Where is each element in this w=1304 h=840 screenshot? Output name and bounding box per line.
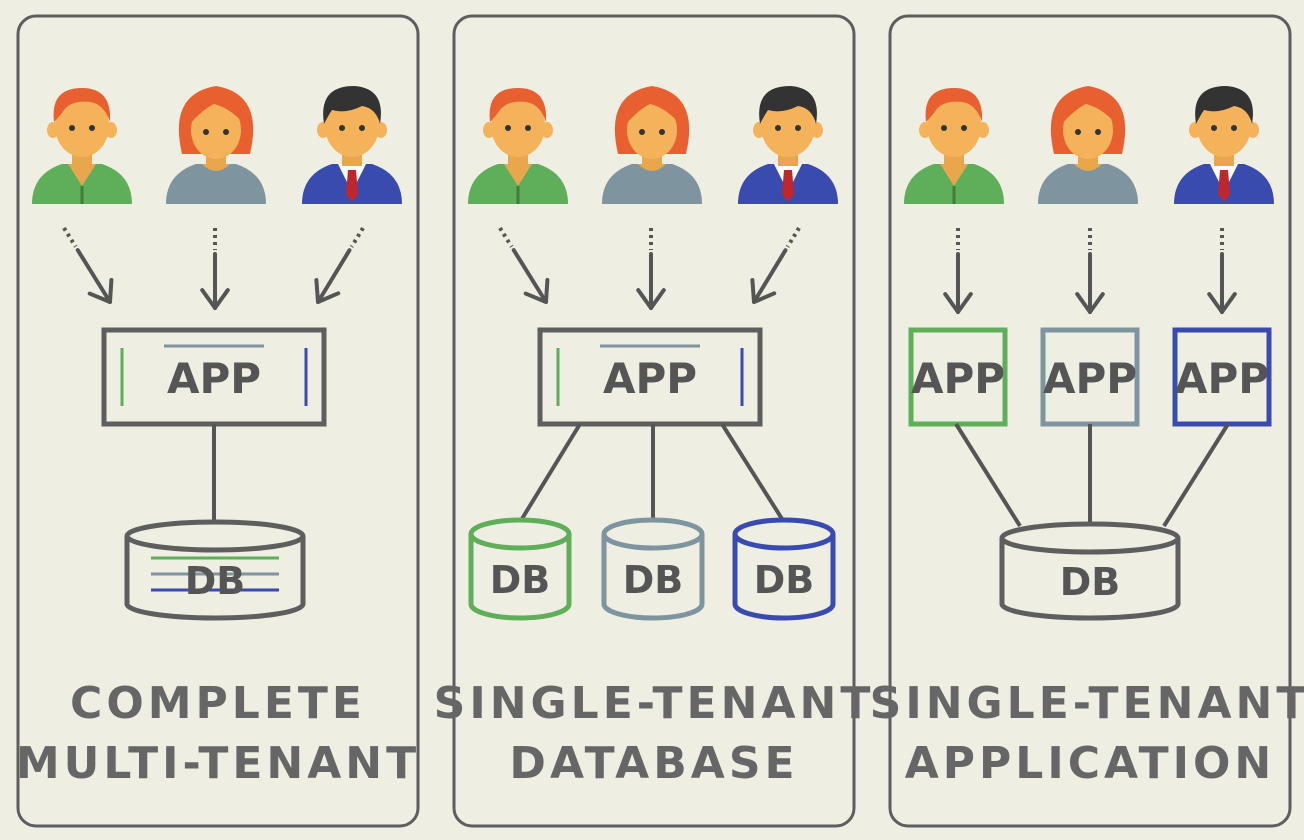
connector-line bbox=[954, 422, 1022, 528]
arrow-icon bbox=[943, 228, 973, 314]
app-label: APP bbox=[911, 354, 1005, 403]
panel-title-line: MULTI-TENANT bbox=[16, 738, 420, 789]
arrow-icon bbox=[1207, 228, 1237, 314]
panel-3: APP APP APP DB SINGLE-TENANT APPLICATION bbox=[870, 14, 1304, 828]
panel-title-line: SINGLE-TENANT bbox=[434, 678, 875, 729]
app-label: APP bbox=[603, 354, 697, 403]
app-box: APP bbox=[1040, 327, 1140, 427]
arrow-icon bbox=[750, 226, 801, 304]
panel-title-line: COMPLETE bbox=[70, 678, 366, 729]
arrow-icon bbox=[636, 228, 666, 310]
db-label: DB bbox=[623, 558, 684, 602]
db-label: DB bbox=[490, 558, 551, 602]
arrow-icon bbox=[1075, 228, 1105, 314]
panel-2: APP DB DB DB SINGLE-TENANT DATABASE bbox=[434, 14, 875, 828]
arrow-icon bbox=[498, 226, 550, 304]
app-box: APP bbox=[1172, 327, 1272, 427]
app-box: APP bbox=[908, 327, 1008, 427]
panel-title-line: APPLICATION bbox=[905, 738, 1276, 789]
panel-1: APP DB COMPLETE MULTI-TENANT bbox=[16, 14, 420, 828]
app-label: APP bbox=[1043, 354, 1137, 403]
panel-title-line: DATABASE bbox=[509, 738, 798, 789]
app-label: APP bbox=[167, 354, 261, 403]
app-box: APP bbox=[101, 327, 327, 427]
db-cylinder: DB bbox=[732, 517, 836, 621]
db-label: DB bbox=[754, 558, 815, 602]
connector-line bbox=[720, 422, 786, 524]
db-cylinder: DB bbox=[999, 521, 1181, 621]
panel-title-line: SINGLE-TENANT bbox=[870, 678, 1304, 729]
arrow-icon bbox=[62, 226, 114, 304]
db-cylinder: DB bbox=[124, 519, 306, 621]
db-cylinder: DB bbox=[468, 517, 572, 621]
app-label: APP bbox=[1175, 354, 1269, 403]
connector-line bbox=[1162, 422, 1230, 528]
db-label: DB bbox=[185, 559, 246, 603]
db-label: DB bbox=[1060, 560, 1121, 604]
arrow-icon bbox=[200, 228, 230, 310]
connector-line bbox=[518, 422, 582, 524]
db-cylinder: DB bbox=[601, 517, 705, 621]
arrow-icon bbox=[314, 226, 365, 304]
app-box: APP bbox=[537, 327, 763, 427]
